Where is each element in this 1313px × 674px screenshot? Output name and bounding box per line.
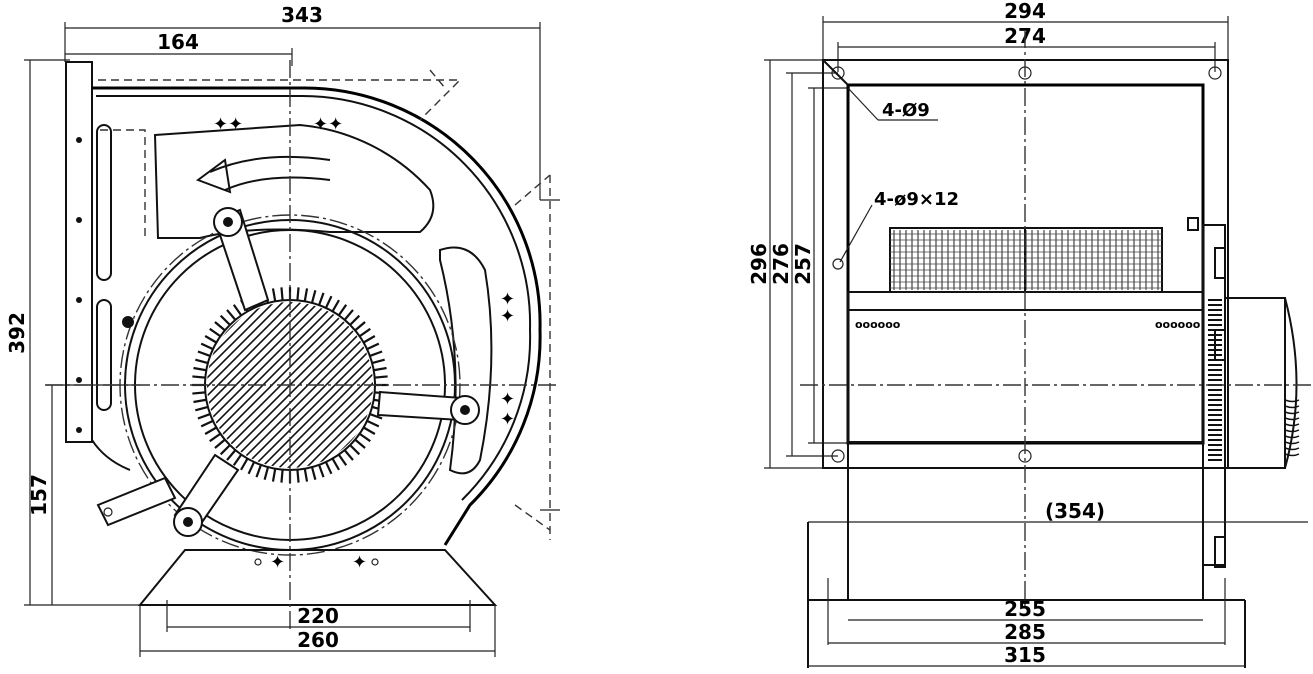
- dim-base-hole-span: 220: [297, 604, 339, 628]
- dim-base-width: 260: [297, 628, 339, 652]
- side-view: 294 274 296 276 257 4-Ø9 4-ø9×12: [747, 0, 1313, 668]
- svg-text:✦: ✦: [500, 306, 515, 327]
- front-view: 343 164 392 157: [5, 3, 560, 657]
- dim-flange-outer-width: 294: [1004, 0, 1046, 23]
- dim-overall-width: 343: [281, 3, 323, 27]
- svg-text:✦✦: ✦✦: [213, 114, 243, 135]
- svg-text:✦: ✦: [500, 409, 515, 430]
- motor-cooling-fins: [192, 287, 388, 483]
- dim-overall-height: 392: [5, 312, 29, 354]
- svg-text:✦: ✦: [500, 389, 515, 410]
- svg-text:✦: ✦: [352, 552, 367, 573]
- svg-text:✦: ✦: [500, 289, 515, 310]
- svg-text:✦: ✦: [270, 552, 285, 573]
- motor-support-arms: [96, 207, 480, 537]
- dim-height-outer: 296: [747, 243, 771, 285]
- dim-inlet-offset: 164: [157, 30, 199, 54]
- svg-text:oooooo: oooooo: [855, 318, 901, 331]
- dim-height-inner: 257: [791, 243, 815, 285]
- svg-text:oooooo: oooooo: [1155, 318, 1201, 331]
- dim-base-hole-span-side: 255: [1004, 597, 1046, 621]
- dim-base-inner: 285: [1004, 620, 1046, 644]
- dim-base-width-side: 315: [1004, 643, 1046, 667]
- motor-ribs: [1208, 299, 1300, 461]
- svg-text:✦✦: ✦✦: [313, 114, 343, 135]
- note-base-slots: 4-ø9×12: [874, 189, 959, 210]
- dim-height-hole-span: 276: [769, 243, 793, 285]
- dim-center-height: 157: [27, 474, 51, 516]
- note-flange-holes: 4-Ø9: [882, 100, 930, 121]
- dim-motor-length: (354): [1045, 499, 1105, 523]
